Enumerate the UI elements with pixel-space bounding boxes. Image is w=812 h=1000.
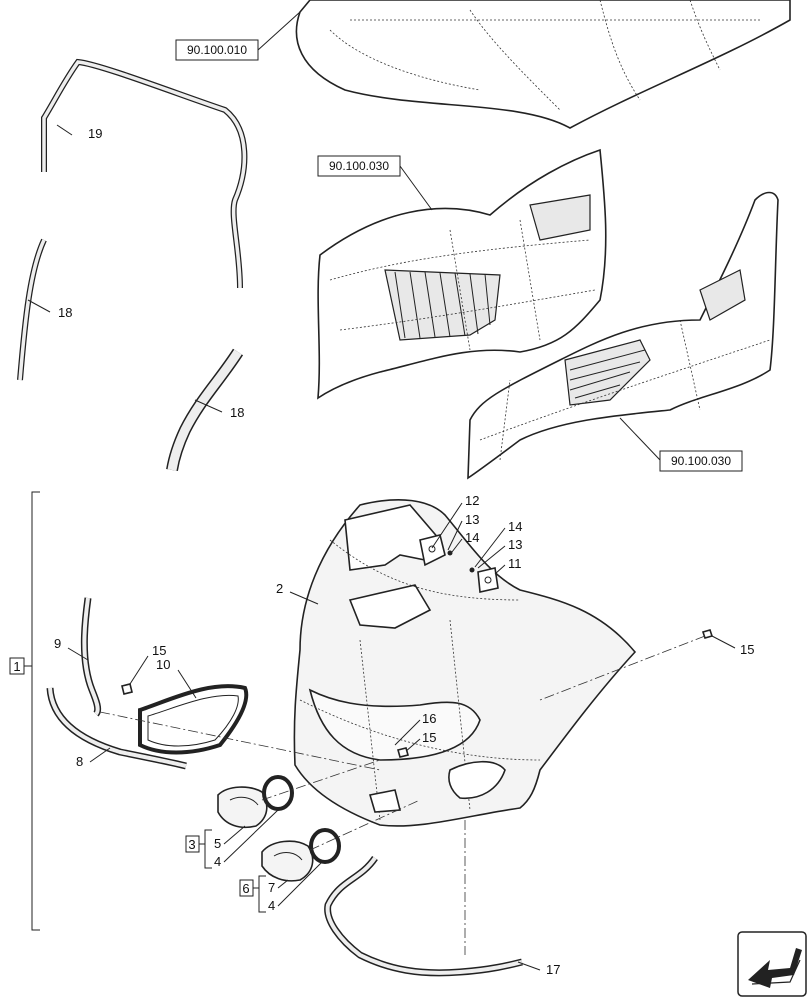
group-label-3: 3 [188,837,195,852]
leader-9 [67,647,89,661]
callout-4a: 4 [214,854,221,869]
leader-8 [89,747,111,763]
seal-10 [138,684,249,755]
leader-17 [517,961,541,971]
callout-19: 19 [88,126,102,141]
callout-13b: 13 [508,537,522,552]
callout-4b: 4 [268,898,275,913]
ring-4-lower [309,828,341,864]
seal-18-left [17,238,47,381]
leader-7 [277,879,289,889]
leader-10 [177,669,197,699]
callout-8: 8 [76,754,83,769]
group-bracket-6 [253,875,266,913]
callout-7: 7 [268,880,275,895]
leader-ref-3 [619,417,661,461]
group-label-1: 1 [13,659,20,674]
hinge-12 [419,534,446,567]
leader-15b [129,655,149,685]
lamp-5 [217,786,268,829]
ref-box-1 [175,39,259,61]
hinge-11 [477,567,499,593]
leader-16 [394,719,421,746]
leader-15a [711,635,736,649]
callout-15a: 15 [740,642,754,657]
callout-10: 10 [156,657,170,672]
callout-2: 2 [276,581,283,596]
front-grille-hood-assembly [293,499,637,827]
callout-13a: 13 [465,512,479,527]
axis-line-lamp-upper [261,759,381,801]
callout-11: 11 [508,556,522,571]
leader-19 [56,124,73,136]
leader-4b [277,861,323,907]
hood-panel [295,0,791,129]
callout-9: 9 [54,636,61,651]
seal-17 [324,855,523,977]
inner-fender-panel-left [317,148,607,400]
axis-line-right [539,635,706,701]
leader-13a [447,520,463,551]
callout-16: 16 [422,711,436,726]
axis-line-lamp-lower [309,799,421,851]
leader-14a [451,538,463,553]
axis-line-left [99,711,381,771]
callout-18b: 18 [230,405,244,420]
leader-4a [223,809,279,863]
group-bracket-1 [31,491,40,931]
leader-18b [194,399,223,413]
clip-15-center [397,747,409,758]
callout-15b: 15 [152,643,166,658]
group-bracket-3 [199,829,212,869]
callout-15c: 15 [422,730,436,745]
leader-13b [477,545,506,569]
inner-fender-panel-right [467,191,779,480]
leader-15c [404,738,421,753]
ref-box-2 [317,155,401,177]
leader-ref-1 [257,11,301,51]
ref-box-3 [659,450,743,472]
bolt-13-14-right [469,567,475,573]
seal-19 [41,58,248,289]
leader-18a [27,299,51,313]
ref-label-90-100-030-b: 90.100.030 [671,454,731,468]
callout-18a: 18 [58,305,72,320]
callout-5: 5 [214,836,221,851]
callout-17: 17 [546,962,560,977]
leader-ref-2 [399,165,433,211]
ring-4-upper [262,775,294,811]
lamp-7 [261,840,314,882]
group-label-6: 6 [242,881,249,896]
seal-9 [80,597,102,717]
callout-14b: 14 [508,519,522,534]
clip-15-right [701,629,714,639]
callout-12: 12 [465,493,479,508]
leader-11 [494,564,506,575]
seal-8 [46,687,187,770]
leader-14b [474,527,506,568]
clip-15-left [121,683,133,695]
leader-2 [289,591,319,605]
ref-label-90-100-030-a: 90.100.030 [329,159,389,173]
seal-18-middle [166,348,244,472]
leader-5 [223,825,246,845]
leader-12 [431,502,463,549]
arrow-navigation-icon[interactable] [737,931,807,997]
bolt-13-14-top [447,550,453,556]
ref-label-90-100-010: 90.100.010 [187,43,247,57]
callout-14a: 14 [465,530,479,545]
